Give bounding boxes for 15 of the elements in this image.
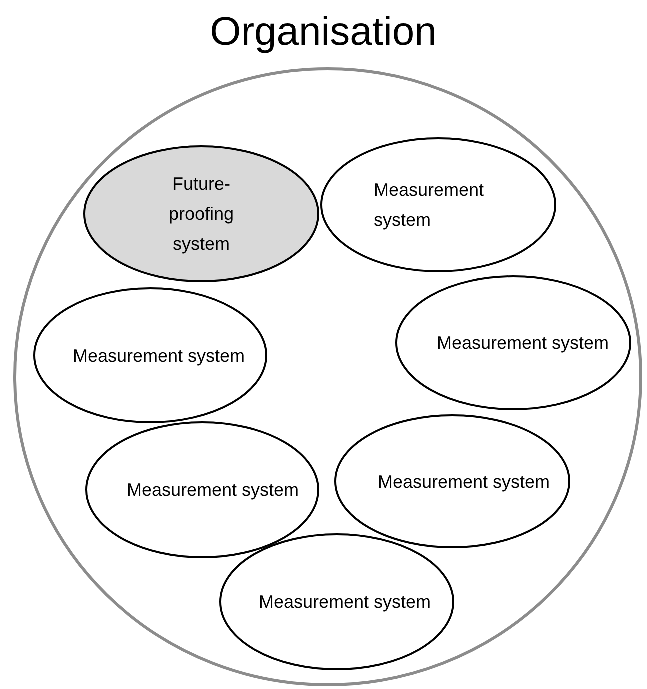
node-label: Measurement system <box>259 591 432 614</box>
ellipse-node <box>395 275 632 411</box>
ellipse-node <box>320 137 557 273</box>
node-label: Measurement system <box>127 479 300 502</box>
ellipse-node <box>85 421 320 559</box>
node-label: Measurement system <box>378 470 550 494</box>
node-label: Measurement system <box>73 344 246 368</box>
node-label: Measurement system <box>374 179 486 232</box>
node-label: Measurement system <box>437 332 610 355</box>
ellipse-node <box>219 533 455 671</box>
title: Organisation <box>210 9 437 56</box>
ellipse-node <box>334 414 571 549</box>
ellipse-node <box>83 145 320 283</box>
ellipse-node <box>33 287 268 424</box>
node-label: Future-proofing system <box>168 173 236 256</box>
